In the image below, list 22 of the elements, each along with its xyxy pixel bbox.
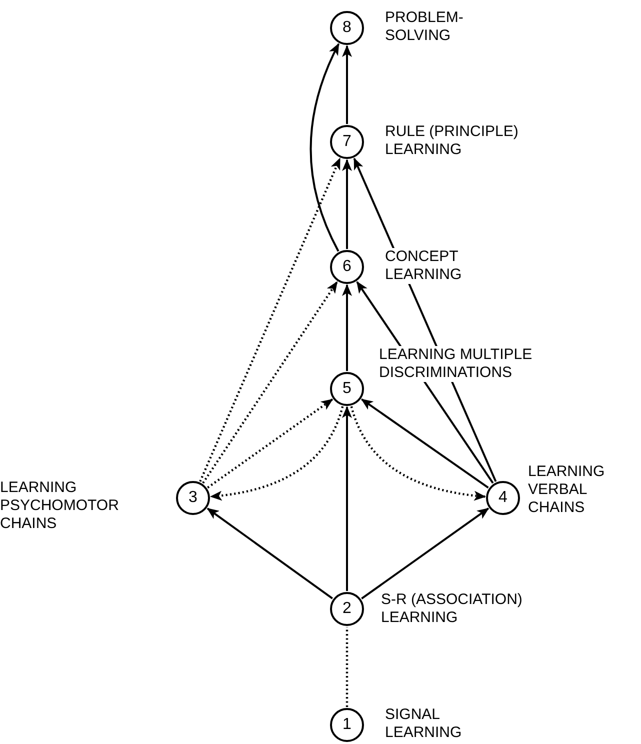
arrow [361,508,490,600]
numbered-circle: 8 [330,11,364,45]
dotted-line [346,627,348,707]
numbered-circle: 2 [330,592,364,626]
numbered-circle: 6 [330,250,364,284]
dotted-arrow [350,406,486,500]
arrow [342,159,352,249]
arrow [342,284,352,371]
dotted-arrow [202,281,338,484]
arrow [310,43,340,252]
arrow [206,508,333,600]
arrow [360,398,489,488]
numbered-circle: 7 [330,125,364,159]
numbered-circle: 1 [330,708,364,742]
dotted-arrow [210,406,344,500]
numbered-circle: 3 [176,481,210,515]
numbered-circle: 4 [486,481,520,515]
arrow [342,45,352,124]
arrow [342,406,352,591]
numbered-circle: 5 [330,372,364,406]
dotted-arrow [199,158,341,482]
dotted-arrow [207,398,334,488]
